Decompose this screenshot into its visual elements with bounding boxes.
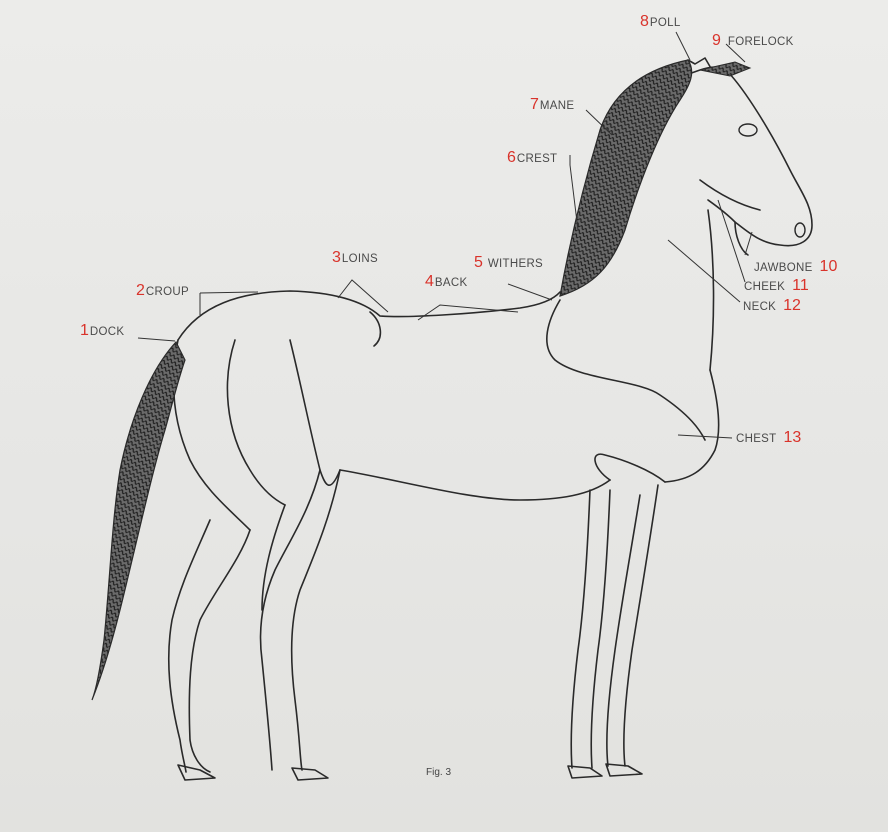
label-text: CROUP	[146, 287, 189, 299]
label-number: 13	[783, 430, 801, 446]
label-number: 11	[792, 278, 809, 294]
hoof-4	[606, 764, 642, 776]
leader-dock	[138, 338, 175, 341]
label-text: LOINS	[342, 254, 378, 266]
tail	[92, 342, 185, 700]
thigh	[227, 340, 285, 505]
chest	[665, 370, 719, 482]
leader-chest	[678, 435, 732, 438]
label-number: 12	[783, 298, 801, 314]
figure-caption: Fig. 3	[426, 767, 451, 778]
head	[708, 72, 812, 246]
label-number: 4	[425, 274, 434, 290]
label-cheek: CHEEK 11	[744, 278, 809, 294]
leader-loins	[338, 280, 388, 312]
leader-poll	[676, 32, 690, 60]
label-withers: 5 WITHERS	[474, 255, 543, 271]
label-number: 10	[820, 259, 838, 275]
label-number: 6	[507, 150, 516, 166]
leader-withers	[508, 284, 552, 300]
hoof-3	[568, 766, 602, 778]
cheek-line	[700, 180, 760, 210]
label-chest: CHEST 13	[736, 430, 801, 446]
label-number: 7	[530, 97, 539, 113]
eye	[739, 124, 757, 136]
label-text: BACK	[435, 278, 468, 290]
hind-leg-near-front	[292, 470, 340, 770]
hind-leg-far	[189, 530, 250, 772]
nostril	[795, 223, 805, 237]
label-loins: 3 LOINS	[332, 250, 378, 266]
label-crest: 6 CREST	[507, 150, 557, 166]
label-jawbone: JAWBONE 10	[754, 259, 837, 275]
label-text: CHEEK	[744, 282, 785, 294]
leader-jawbone	[745, 232, 752, 255]
leader-cheek	[718, 200, 745, 282]
label-number: 8	[640, 14, 649, 30]
leader-neck	[668, 240, 740, 302]
label-number: 3	[332, 250, 341, 266]
hindquarter	[174, 340, 250, 530]
label-dock: 1 DOCK	[80, 323, 124, 339]
label-number: 9	[712, 33, 721, 49]
forelock	[700, 62, 750, 76]
neck-under	[708, 210, 714, 370]
label-text: MANE	[540, 101, 574, 113]
label-text: JAWBONE	[754, 263, 813, 275]
label-poll: 8 POLL	[640, 14, 681, 30]
label-number: 1	[80, 323, 89, 339]
label-neck: NECK 12	[743, 298, 801, 314]
shoulder-contour	[547, 300, 705, 440]
stifle	[290, 340, 340, 485]
label-number: 5	[474, 255, 483, 271]
label-mane: 7 MANE	[530, 97, 574, 113]
label-croup: 2 CROUP	[136, 283, 189, 299]
label-text: WITHERS	[488, 259, 543, 271]
leader-crest	[570, 155, 578, 230]
label-text: DOCK	[90, 327, 124, 339]
topline	[178, 291, 560, 340]
label-number: 2	[136, 283, 145, 299]
label-back: 4 BACK	[425, 274, 467, 290]
forearm	[595, 454, 665, 482]
hoof-2	[292, 768, 328, 780]
belly	[340, 470, 610, 500]
label-text: FORELOCK	[728, 37, 794, 49]
fore-leg-a	[571, 490, 590, 768]
label-forelock: 9 FORELOCK	[712, 33, 794, 49]
label-text: NECK	[743, 302, 776, 314]
fore-leg-d	[624, 485, 658, 766]
loin-contour	[370, 312, 380, 346]
label-text: POLL	[650, 18, 681, 30]
label-text: CREST	[517, 154, 557, 166]
hind-leg-near	[261, 470, 320, 770]
label-text: CHEST	[736, 434, 776, 446]
mane	[560, 60, 692, 296]
